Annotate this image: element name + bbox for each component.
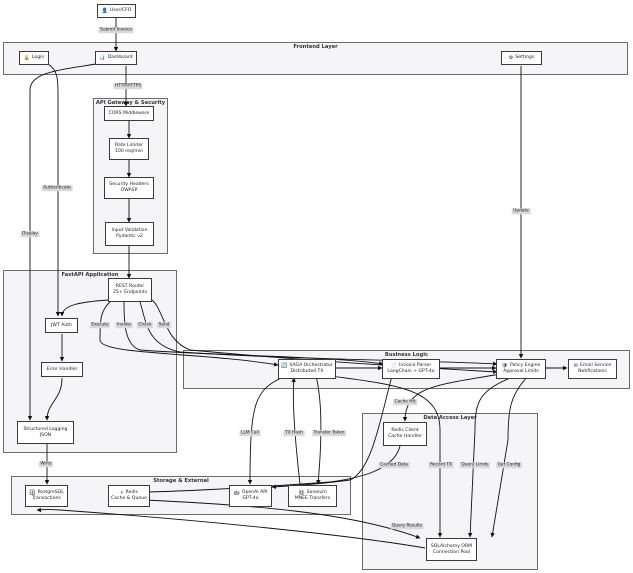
- storage-external-title: Storage & External: [153, 478, 209, 484]
- redis-label: Redis: [125, 490, 138, 495]
- saga-orchestrator-node[interactable]: 🔄SAGA Orchestrator Distributed TX: [278, 359, 336, 379]
- edge-label-submit-invoice: Submit Invoice: [98, 27, 134, 33]
- redis-client-node[interactable]: Redis Client Cache Handler: [383, 422, 427, 446]
- edge-label-update: Update: [511, 208, 531, 214]
- edge-label-http: HTTP/HTTPS: [113, 83, 143, 89]
- edge-label-llm-call: LLM Call: [239, 430, 261, 436]
- structured-logging-sub: JSON: [39, 432, 52, 438]
- refresh-icon: 🔄: [281, 362, 288, 369]
- security-headers-node[interactable]: Security Headers OWASP: [104, 177, 154, 199]
- policy-engine-node[interactable]: 🛡Policy Engine Approval Limits: [496, 359, 546, 379]
- email-service-node[interactable]: ✉Email Service Notifications: [568, 359, 617, 379]
- edge-label-invoke: Invoke: [115, 322, 133, 328]
- email-service-label: Email Service: [580, 363, 612, 368]
- redis-sub: Cache & Queue: [111, 496, 147, 501]
- edge-label-send: Send: [157, 322, 171, 328]
- openai-api-label: OpenAI API: [241, 490, 268, 495]
- postgresql-label: PostgreSQL: [37, 490, 64, 495]
- shield-icon: 🛡: [501, 362, 508, 369]
- saga-orchestrator-sub: Distributed TX: [290, 369, 324, 374]
- mail-icon: ✉: [573, 362, 578, 369]
- redis-node[interactable]: ⚡Redis Cache & Queue: [108, 485, 150, 507]
- input-validation-sub: Pydantic v2: [116, 234, 143, 239]
- jwt-auth-node[interactable]: JWT Auth: [45, 318, 78, 333]
- lock-icon: 🔒: [23, 54, 30, 61]
- edge-label-execute: Execute: [89, 322, 111, 328]
- settings-label: Settings: [515, 55, 535, 60]
- invoice-parser-sub: LangChain + GPT-4o: [387, 369, 435, 374]
- soneium-sub: MNEE Transfers: [294, 496, 331, 501]
- postgresql-node[interactable]: 🗄PostgreSQL Transactions: [25, 485, 68, 507]
- user-icon: 👤: [101, 7, 108, 14]
- user-cfo-label: User/CFO: [109, 8, 132, 13]
- soneium-node[interactable]: ⛓Soneium MNEE Transfers: [288, 485, 337, 507]
- dashboard-node[interactable]: 📊Dashboard: [95, 51, 137, 65]
- api-gateway-title: API Gateway & Security: [95, 100, 166, 106]
- rate-limiter-label: Rate Limiter: [114, 143, 144, 148]
- structured-logging-node[interactable]: Structured Logging JSON: [17, 421, 74, 444]
- edge-label-cache-hit: Cache Hit: [393, 399, 417, 405]
- data-access-layer-title: Data Access Layer: [423, 415, 477, 421]
- business-logic-title: Business Logic: [384, 352, 429, 358]
- settings-node[interactable]: ⚙Settings: [501, 51, 542, 65]
- lightning-icon: ⚡: [120, 489, 124, 496]
- input-validation-label: Input Validation: [111, 228, 148, 233]
- policy-engine-label: Policy Engine: [509, 363, 541, 368]
- edge-label-transfer-token: Transfer Token: [312, 430, 346, 436]
- rest-router-node[interactable]: REST Router 25+ Endpoints: [108, 278, 152, 302]
- database-icon: 🗄: [29, 489, 36, 496]
- robot-icon: 🤖: [233, 489, 240, 496]
- jwt-auth-label: JWT Auth: [51, 322, 72, 328]
- soneium-label: Soneium: [306, 490, 327, 495]
- chain-icon: ⛓: [298, 489, 305, 496]
- edge-label-get-config: Get Config: [496, 462, 522, 468]
- rest-router-label: REST Router: [115, 284, 145, 289]
- cors-middleware-node[interactable]: CORS Middleware: [104, 106, 154, 121]
- policy-engine-sub: Approval Limits: [503, 369, 539, 374]
- edge-label-query-results: Query Results: [390, 523, 424, 529]
- edge-label-cached-data: Cached Data: [378, 462, 410, 468]
- edge-label-display: Display: [20, 231, 40, 237]
- input-validation-node[interactable]: Input Validation Pydantic v2: [105, 222, 154, 246]
- error-handler-node[interactable]: Error Handler: [41, 362, 83, 377]
- edge-label-authenticate: Authenticate: [41, 185, 73, 191]
- sqlalchemy-orm-sub: Connection Pool: [433, 549, 470, 555]
- chart-icon: 📊: [99, 54, 106, 61]
- user-cfo-node[interactable]: 👤User/CFO: [97, 4, 136, 18]
- sqlalchemy-orm-node[interactable]: SQLAlchemy ORM Connection Pool: [426, 538, 477, 561]
- structured-logging-label: Structured Logging: [23, 426, 68, 432]
- security-headers-sub: OWASP: [120, 188, 138, 193]
- redis-client-sub: Cache Handler: [388, 434, 422, 439]
- login-label: Login: [31, 55, 45, 60]
- openai-api-node[interactable]: 🤖OpenAI API GPT-4o: [229, 485, 272, 507]
- invoice-parser-node[interactable]: 📄Invoice Parser LangChain + GPT-4o: [382, 359, 440, 379]
- cors-middleware-label: CORS Middleware: [108, 110, 150, 116]
- sqlalchemy-orm-label: SQLAlchemy ORM: [430, 543, 473, 549]
- edge-label-tx-hash: TX Hash: [283, 430, 305, 436]
- rest-router-sub: 25+ Endpoints: [113, 290, 147, 295]
- postgresql-sub: Transactions: [32, 496, 61, 501]
- edge-label-record-tx: Record TX: [428, 462, 454, 468]
- openai-api-sub: GPT-4o: [242, 496, 259, 501]
- rate-limiter-sub: 100 req/min: [115, 149, 143, 154]
- edge-label-check: Check: [136, 322, 154, 328]
- dashboard-label: Dashboard: [107, 55, 133, 60]
- email-service-sub: Notifications: [578, 369, 607, 374]
- gear-icon: ⚙: [508, 54, 514, 61]
- login-node[interactable]: 🔒Login: [19, 51, 49, 65]
- edge-label-write: Write: [38, 461, 54, 467]
- error-handler-label: Error Handler: [46, 366, 78, 372]
- document-icon: 📄: [390, 362, 397, 369]
- rate-limiter-node[interactable]: Rate Limiter 100 req/min: [109, 138, 149, 160]
- security-headers-label: Security Headers: [109, 182, 149, 187]
- edge-label-query-limits: Query Limits: [459, 462, 491, 468]
- frontend-layer-title: Frontend Layer: [293, 44, 338, 50]
